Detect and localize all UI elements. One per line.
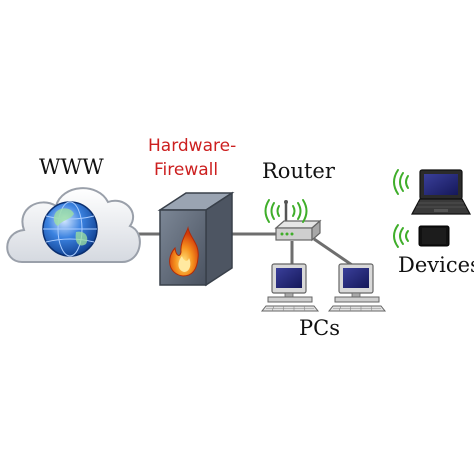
pc-icon [327, 263, 387, 312]
label-router: Router [262, 159, 336, 183]
router-wifi-icon [264, 199, 308, 223]
pc-icon [260, 263, 320, 312]
label-devices: Devices [398, 253, 474, 277]
firewall-icon [157, 191, 235, 287]
laptop-wifi-icon [393, 169, 409, 195]
label-firewall-line1: Hardware- [148, 136, 236, 156]
smartphone-icon [418, 225, 450, 247]
label-www: WWW [39, 155, 104, 179]
flame-icon [169, 226, 199, 277]
label-firewall-line2: Firewall [154, 160, 218, 180]
cable-router-pc2 [313, 237, 353, 267]
internet-cloud-icon [6, 187, 141, 263]
router-icon [274, 200, 322, 242]
laptop-icon [411, 169, 471, 215]
phone-wifi-icon [393, 224, 409, 248]
globe-icon [42, 201, 98, 257]
label-pcs: PCs [299, 316, 340, 340]
cables [128, 232, 353, 268]
